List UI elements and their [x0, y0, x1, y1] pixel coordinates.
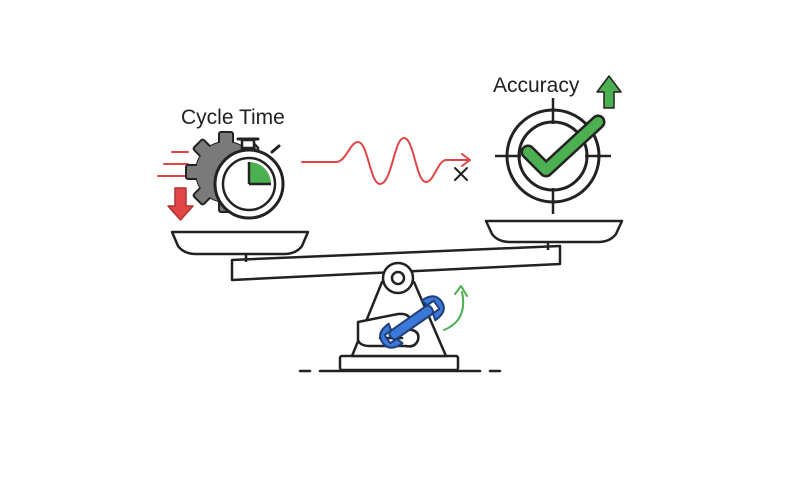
left-pan: [170, 230, 310, 262]
target-icon: [495, 98, 611, 214]
label-cycle-time: Cycle Time: [181, 106, 285, 129]
label-accuracy: Accuracy: [493, 74, 580, 97]
rotate-arrow-icon: [443, 285, 468, 331]
right-pan: [484, 219, 624, 250]
arrow-down-icon: [167, 187, 194, 221]
stopwatch-icon: [213, 137, 285, 220]
wrench-icon: [379, 295, 445, 349]
motion-lines-icon: [157, 151, 189, 177]
check-icon: [520, 114, 606, 178]
scale-base: [338, 354, 460, 372]
pivot-icon: [381, 261, 415, 295]
x-mark-icon: [454, 167, 468, 181]
signal-wave-icon: [301, 137, 471, 185]
arrow-up-icon: [596, 75, 622, 109]
